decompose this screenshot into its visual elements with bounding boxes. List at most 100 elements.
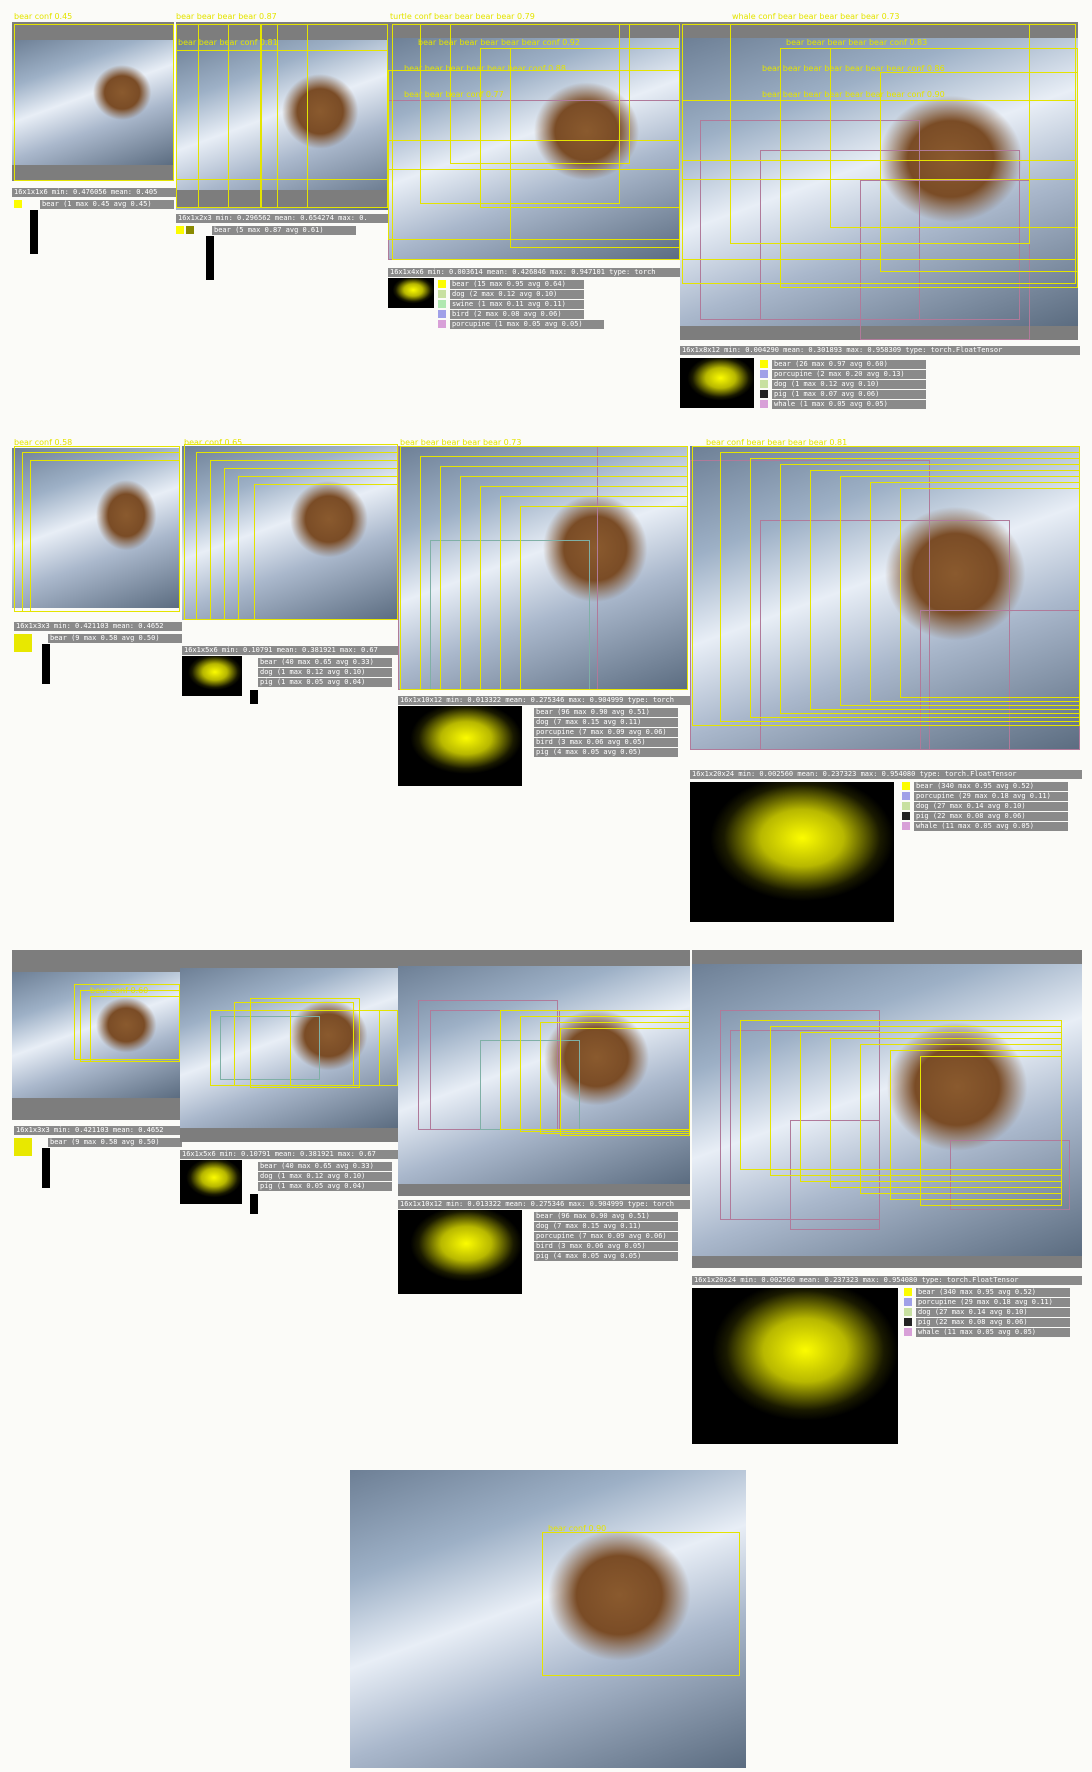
- detection-box: [90, 996, 180, 1062]
- panel-title: bear bear bear bear bear 0.73: [400, 438, 522, 447]
- legend-text: swine (1 max 0.11 avg 0.11): [450, 300, 584, 309]
- detection-box: [250, 998, 360, 1088]
- legend-text: bear (1 max 0.45 avg 0.45): [40, 200, 174, 209]
- legend-text: pig (1 max 0.05 avg 0.04): [258, 1182, 392, 1191]
- bear-photo: [182, 446, 398, 620]
- class-bar: [30, 210, 38, 254]
- inner-label: bear bear bear bear bear bear conf 0.88: [404, 64, 566, 73]
- detection-box: [900, 488, 1080, 698]
- legend-swatch: [438, 310, 446, 318]
- detection-box: [220, 1016, 320, 1080]
- heatmap: [182, 656, 242, 696]
- detection-box: [682, 100, 1076, 180]
- detection-box: [520, 506, 688, 690]
- stat-text: 16x1x3x3 min: 0.421103 mean: 0.4652: [14, 622, 182, 631]
- panel-title: bear conf bear bear bear bear 0.81: [706, 438, 848, 447]
- stat-text: 16x1x10x12 min: 0.013322 mean: 0.275346 …: [398, 696, 690, 705]
- legend-text: porcupine (29 max 0.18 avg 0.11): [914, 792, 1068, 801]
- detection-box: [760, 520, 1010, 750]
- bear-photo: [12, 448, 180, 608]
- stat-text: 16x1x1x6 min: 0.476056 mean: 0.405: [12, 188, 176, 197]
- stat-text: 16x1x3x3 min: 0.421103 mean: 0.4652: [14, 1126, 182, 1135]
- gray-band: [180, 950, 398, 968]
- legend-text: pig (1 max 0.07 avg 0.06): [772, 390, 926, 399]
- legend-text: porcupine (7 max 0.09 avg 0.06): [534, 1232, 678, 1241]
- legend-text: dog (7 max 0.15 avg 0.11): [534, 1222, 678, 1231]
- legend-text: bear (96 max 0.90 avg 0.51): [534, 1212, 678, 1221]
- legend-text: bear (40 max 0.65 avg 0.33): [258, 658, 392, 667]
- legend-swatch: [438, 320, 446, 328]
- legend-text: porcupine (1 max 0.05 avg 0.05): [450, 320, 604, 329]
- legend-text: pig (1 max 0.05 avg 0.04): [258, 678, 392, 687]
- detection-box: [880, 72, 1078, 272]
- stat-text: 16x1x8x12 min: 0.004290 mean: 0.301893 m…: [680, 346, 1080, 355]
- class-bar: [250, 690, 258, 704]
- class-bar: [42, 644, 50, 684]
- legend-text: whale (11 max 0.05 avg 0.05): [914, 822, 1068, 831]
- gray-band: [12, 22, 174, 40]
- panel-title: bear bear bear bear 0.87: [176, 12, 277, 21]
- panel-title: bear conf 0.65: [184, 438, 243, 447]
- bear-photo: [12, 40, 174, 165]
- legend-text: bear (340 max 0.95 avg 0.52): [914, 782, 1068, 791]
- heatmap: [398, 1210, 522, 1294]
- stat-text: 16x1x5x6 min: 0.10791 mean: 0.381921 max…: [182, 646, 400, 655]
- heatmap-cell: [14, 200, 22, 208]
- bear-photo: [12, 972, 180, 1098]
- legend-text: dog (1 max 0.12 avg 0.10): [258, 668, 392, 677]
- heatmap: [180, 1160, 242, 1204]
- legend-text: dog (1 max 0.12 avg 0.10): [258, 1172, 392, 1181]
- stat-text: 16x1x20x24 min: 0.002560 mean: 0.237323 …: [692, 1276, 1082, 1285]
- final-detection-box: [542, 1532, 740, 1676]
- inner-label: bear bear bear bear bear bear bear conf …: [762, 90, 945, 99]
- detection-box: [860, 180, 1030, 340]
- detection-box: [30, 460, 180, 612]
- gray-band: [388, 22, 680, 38]
- stat-text: 16x1x20x24 min: 0.002560 mean: 0.237323 …: [690, 770, 1082, 779]
- legend-text: bear (96 max 0.90 avg 0.51): [534, 708, 678, 717]
- heatmap: [388, 278, 434, 308]
- bear-photo: [692, 964, 1082, 1256]
- detection-box: [760, 150, 1020, 320]
- legend-text: dog (2 max 0.12 avg 0.10): [450, 290, 584, 299]
- bear-photo: [180, 968, 398, 1128]
- gray-band: [176, 190, 388, 208]
- bear-photo: [350, 1470, 746, 1768]
- legend-swatch: [904, 1308, 912, 1316]
- legend-swatch: [902, 792, 910, 800]
- legend-swatch: [904, 1288, 912, 1296]
- bear-photo: [398, 966, 690, 1184]
- legend-text: bear (26 max 0.97 avg 0.60): [772, 360, 926, 369]
- gray-band: [180, 1128, 398, 1142]
- gray-band: [176, 22, 388, 40]
- legend-swatch: [760, 360, 768, 368]
- heatmap-cell: [176, 226, 184, 234]
- inner-label: bear bear bear conf 0.77: [404, 90, 504, 99]
- gray-band: [12, 950, 180, 972]
- legend-text: porcupine (7 max 0.09 avg 0.06): [534, 728, 678, 737]
- stat-text: 16x1x4x6 min: 0.003614 mean: 0.426846 ma…: [388, 268, 684, 277]
- legend-swatch: [760, 380, 768, 388]
- gray-band: [692, 1256, 1082, 1268]
- inner-label: bear bear bear bear bear bear bear conf …: [762, 64, 945, 73]
- legend-swatch: [902, 802, 910, 810]
- inner-label: bear bear bear bear bear bear conf 0.92: [418, 38, 580, 47]
- legend-swatch: [902, 782, 910, 790]
- stat-text: 16x1x10x12 min: 0.013322 mean: 0.275346 …: [398, 1200, 690, 1209]
- legend-text: bird (3 max 0.06 avg 0.05): [534, 738, 678, 747]
- final-label: bear conf 0.90: [548, 1524, 607, 1533]
- detection-box: [560, 1028, 690, 1136]
- legend-text: pig (22 max 0.08 avg 0.06): [916, 1318, 1070, 1327]
- legend-text: dog (27 max 0.14 avg 0.10): [914, 802, 1068, 811]
- inner-label: bear bear bear bear bear conf 0.83: [786, 38, 928, 47]
- legend-text: porcupine (29 max 0.18 avg 0.11): [916, 1298, 1070, 1307]
- detection-box: [290, 1010, 380, 1086]
- legend-text: pig (4 max 0.05 avg 0.05): [534, 1252, 678, 1261]
- gray-band: [680, 22, 1078, 38]
- legend-text: dog (1 max 0.12 avg 0.10): [772, 380, 926, 389]
- detection-box: [14, 24, 174, 181]
- bear-photo: [176, 40, 388, 210]
- legend-swatch: [760, 370, 768, 378]
- legend-swatch: [904, 1328, 912, 1336]
- legend-text: bird (3 max 0.06 avg 0.05): [534, 1242, 678, 1251]
